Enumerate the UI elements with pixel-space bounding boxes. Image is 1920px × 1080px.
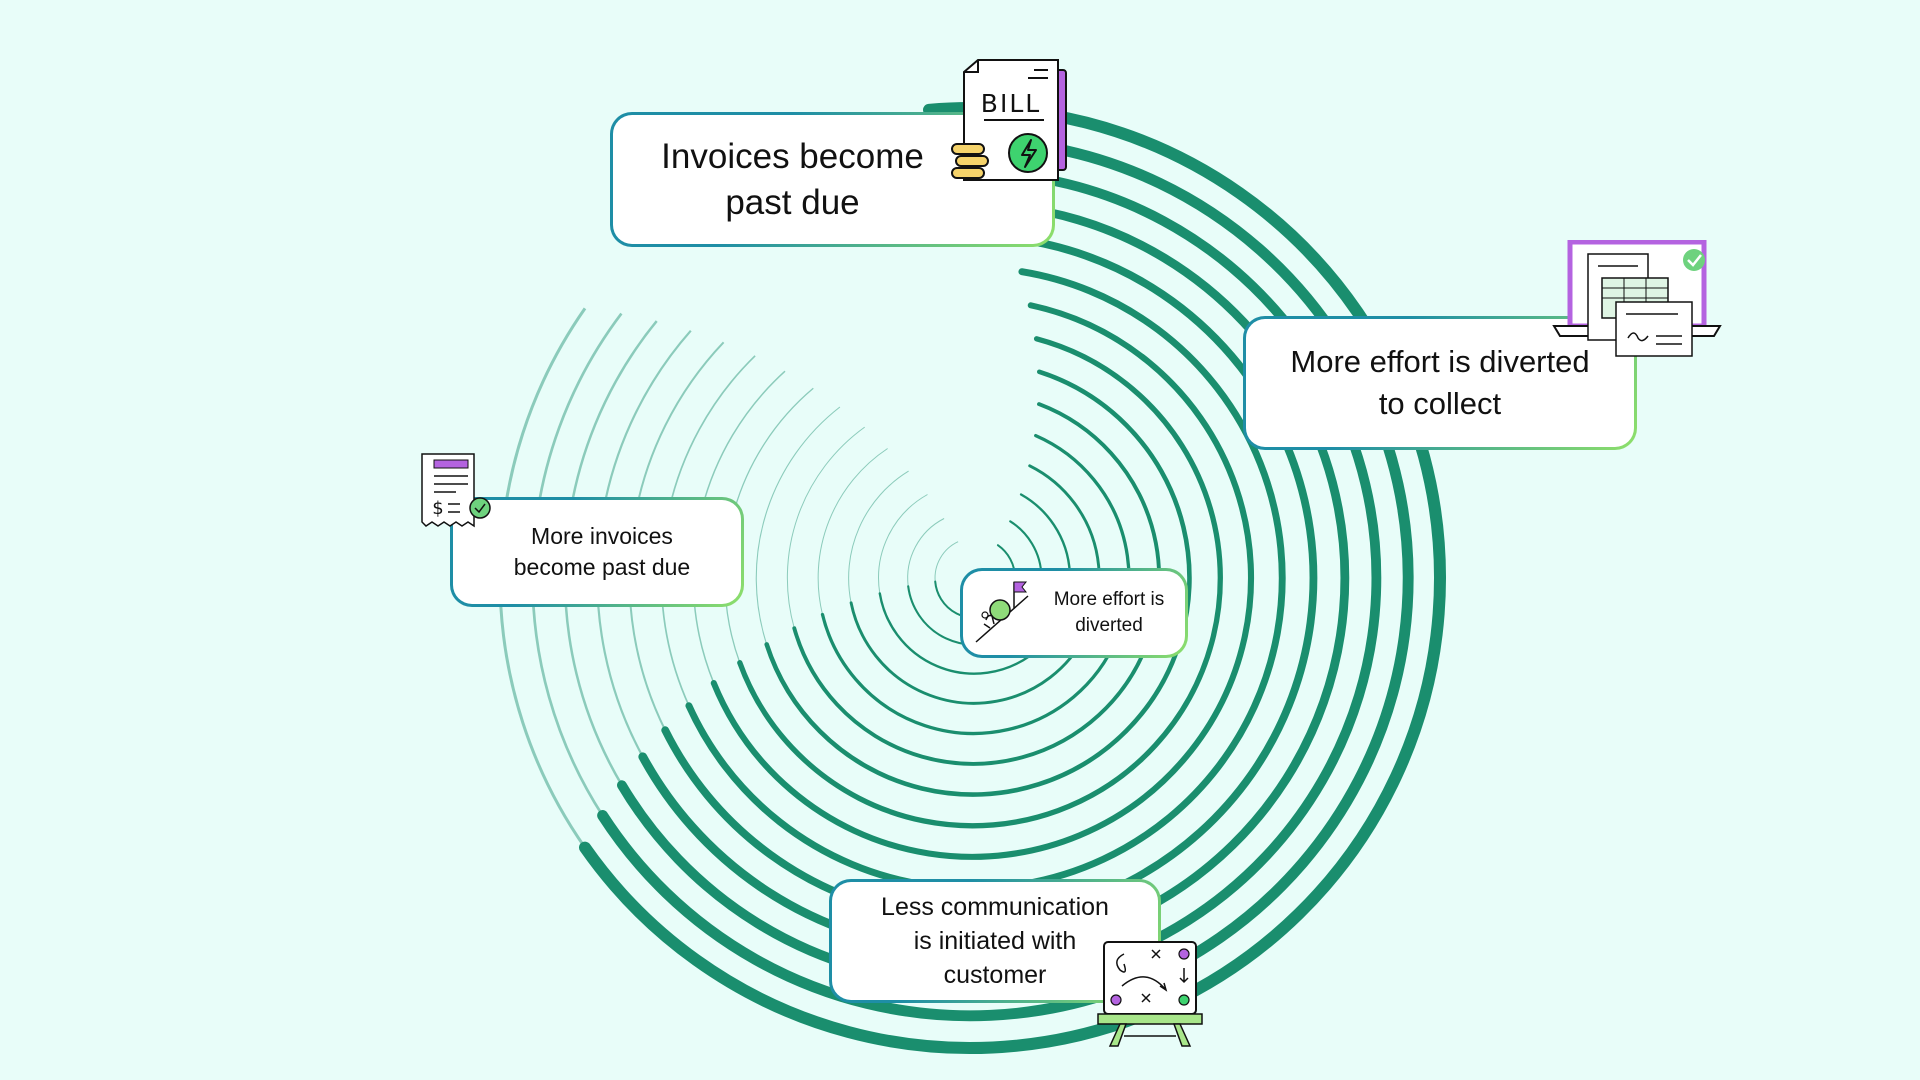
- spiral-ring-tail: [848, 470, 909, 603]
- spiral-ring: [820, 433, 1131, 736]
- spiral-ring: [878, 493, 1072, 675]
- spiral-ring: [597, 134, 1414, 1022]
- spiral-ring: [907, 520, 1043, 646]
- spiral-ring-tail: [786, 426, 865, 629]
- spiral-ring: [710, 302, 1255, 860]
- spiral-ring-tail: [817, 448, 888, 615]
- spiral-ring: [792, 402, 1162, 766]
- spiral-ring: [764, 369, 1192, 797]
- uphill-boulder-icon: [975, 581, 1029, 643]
- spiral-ring: [579, 102, 1446, 1055]
- spiral-ring: [849, 464, 1101, 705]
- spiral-ring-tail: [755, 406, 841, 645]
- step-card-more-invoices-past-due: More invoices become past due: [450, 497, 744, 607]
- spiral-ring: [617, 167, 1382, 989]
- spiral-ring: [661, 234, 1318, 924]
- step-label: Less communication is initiated with cus…: [881, 893, 1109, 989]
- step-label: Invoices become past due: [661, 136, 924, 222]
- spiral-ring-tail: [907, 518, 945, 587]
- step-card-more-effort-diverted: More effort is diverted: [960, 568, 1188, 658]
- bill-icon: BILL: [951, 59, 1067, 181]
- svg-text:$: $: [432, 498, 443, 519]
- step-label: More effort is diverted: [1053, 589, 1165, 636]
- step-label: More effort is diverted to collect: [1290, 344, 1590, 421]
- spiral-ring-tail: [934, 541, 959, 582]
- step-card-invoices-past-due: Invoices become past due: [610, 112, 1055, 247]
- bill-label: BILL: [981, 89, 1041, 118]
- receipt-icon: $: [421, 453, 491, 528]
- step-card-less-communication: Less communication is initiated with cus…: [829, 879, 1161, 1003]
- spiral-ring-tail: [878, 494, 928, 594]
- step-card-effort-diverted-collect: More effort is diverted to collect: [1243, 316, 1637, 450]
- laptop-documents-icon: [1552, 240, 1722, 357]
- spiral-ring: [638, 200, 1350, 957]
- step-label: More invoices become past due: [513, 523, 691, 580]
- whiteboard-icon: [1097, 941, 1203, 1047]
- spiral-ring: [685, 268, 1286, 892]
- spiral-ring: [737, 336, 1223, 829]
